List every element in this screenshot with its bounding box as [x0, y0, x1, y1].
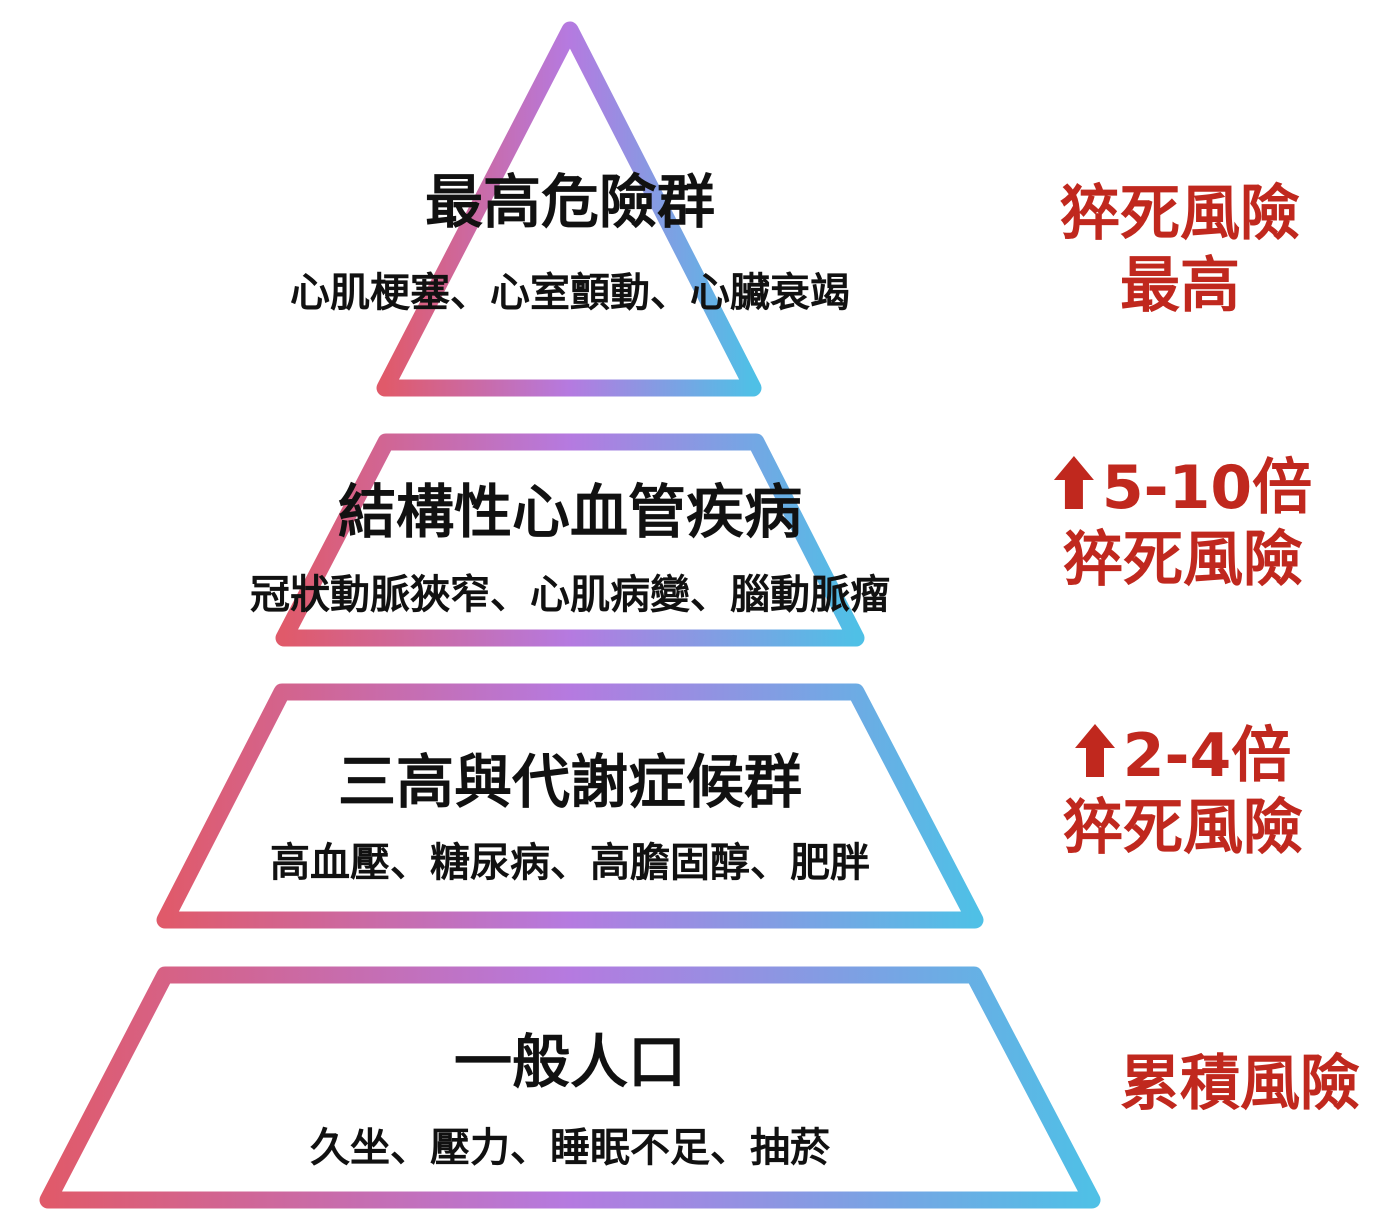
up-arrow-icon — [1053, 456, 1094, 512]
risk-line: 猝死風險 — [1063, 793, 1303, 863]
tier-3-title: 三高與代謝症候群 — [337, 748, 803, 816]
risk-line: 猝死風險 — [1060, 179, 1300, 249]
tier-2-risk: 5-10倍 猝死風險 — [1053, 452, 1313, 596]
tier-1-title: 最高危險群 — [424, 168, 716, 236]
tier-3-subtitle: 高血壓、糖尿病、高膽固醇、肥胖 — [270, 840, 870, 886]
pyramid-tier-2 — [275, 433, 865, 647]
risk-multiplier: 2-4倍 — [1063, 720, 1303, 792]
pyramid-tier-4 — [39, 966, 1101, 1209]
risk-line: 5-10倍 — [1101, 453, 1313, 523]
pyramid-tier-1 — [376, 21, 762, 397]
up-arrow-icon — [1074, 724, 1115, 780]
risk-multiplier: 5-10倍 — [1053, 452, 1313, 524]
tier-2-subtitle: 冠狀動脈狹窄、心肌病變、腦動脈瘤 — [250, 572, 890, 618]
risk-line: 累積風險 — [1120, 1049, 1360, 1119]
risk-line: 最高 — [1120, 251, 1240, 321]
pyramid-tier-3 — [156, 683, 984, 929]
tier-4-subtitle: 久坐、壓力、睡眠不足、抽菸 — [310, 1125, 830, 1171]
tier-2-title: 結構性心血管疾病 — [337, 478, 803, 546]
tier-1-risk: 猝死風險 最高 — [1060, 178, 1300, 322]
tier-1-subtitle: 心肌梗塞、心室顫動、心臟衰竭 — [290, 270, 850, 316]
risk-line: 猝死風險 — [1063, 525, 1303, 595]
tier-4-risk: 累積風險 — [1120, 1048, 1360, 1120]
tier-3-risk: 2-4倍 猝死風險 — [1063, 720, 1303, 864]
tier-4-title: 一般人口 — [453, 1028, 687, 1096]
risk-line: 2-4倍 — [1122, 721, 1292, 791]
